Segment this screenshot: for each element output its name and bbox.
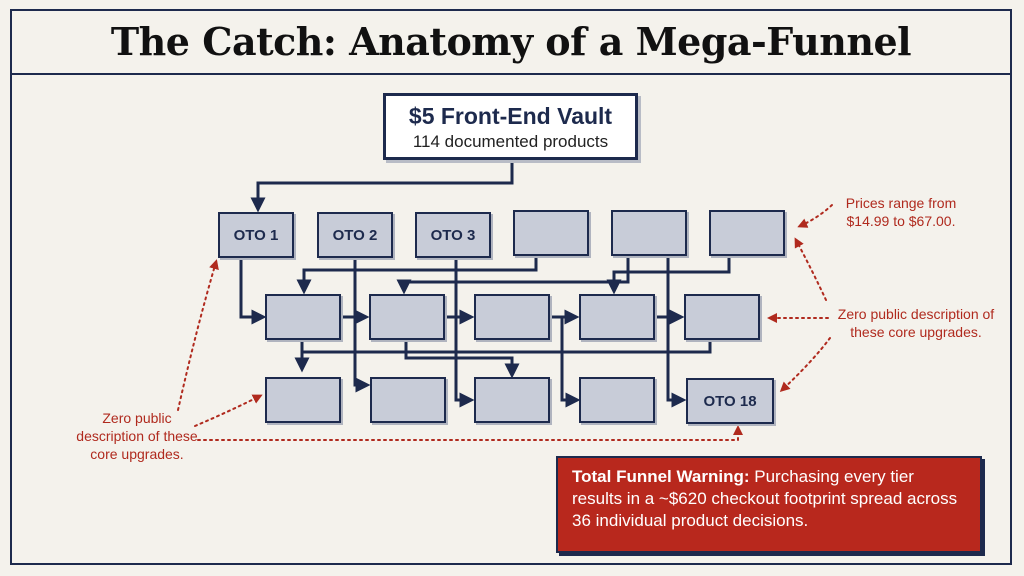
core-upgrades-annotation-right: Zero public description of these core up…	[837, 306, 995, 340]
prices-annotation: Prices range from $14.99 to $67.00.	[845, 195, 957, 229]
oto-row1-box-4	[513, 210, 589, 256]
core-left-arrow-3	[197, 425, 743, 441]
oto-row3-box-3	[474, 377, 550, 423]
outer-frame	[10, 9, 1012, 565]
row2-to-row3-connector-4	[560, 317, 581, 408]
row2-to-row3-connector-3	[300, 342, 712, 368]
row2-to-row3-connector-5	[666, 258, 687, 408]
oto-row3-box-4	[579, 377, 655, 423]
core-left-arrow-1	[177, 259, 219, 411]
oto2-down-connector	[353, 258, 371, 393]
oto-3-box: OTO 3	[415, 212, 491, 258]
core-right-arrow-1	[794, 237, 827, 301]
vault-subtitle: 114 documented products	[412, 132, 609, 151]
oto-1-box: OTO 1	[218, 212, 294, 258]
oto-3-label: OTO 3	[430, 226, 476, 244]
oto-18-label: OTO 18	[703, 392, 757, 410]
oto-row2-box-3	[474, 294, 550, 340]
oto1-down-connector	[239, 258, 267, 325]
page-title: The Catch: Anatomy of a Mega-Funnel	[110, 18, 912, 64]
oto-row1-box-6	[709, 210, 785, 256]
crossing-connector-3	[606, 258, 731, 295]
total-funnel-warning: Total Funnel Warning: Purchasing every t…	[556, 456, 982, 553]
warning-text: Purchasing every tier results in a ~$620…	[572, 467, 958, 530]
oto-row2-box-1	[265, 294, 341, 340]
crossing-connector-1	[296, 258, 538, 295]
front-end-vault-box: $5 Front-End Vault 114 documented produc…	[383, 93, 638, 160]
oto-row2-box-5	[684, 294, 760, 340]
row2-to-row3-connector-2	[404, 342, 520, 379]
prices-annotation-arrow	[797, 204, 833, 228]
vault-title: $5 Front-End Vault	[408, 103, 613, 129]
core-right-arrow-3	[779, 337, 831, 393]
title-bar: The Catch: Anatomy of a Mega-Funnel	[10, 9, 1012, 75]
oto-2-label: OTO 2	[332, 226, 378, 244]
warning-label: Total Funnel Warning:	[572, 467, 750, 486]
crossing-connector-2	[396, 258, 630, 295]
oto-row2-box-2	[369, 294, 445, 340]
oto-2-box: OTO 2	[317, 212, 393, 258]
oto-row2-box-4	[579, 294, 655, 340]
core-upgrades-annotation-left: Zero public description of these core up…	[76, 410, 198, 462]
oto-1-label: OTO 1	[233, 226, 279, 244]
core-left-arrow-2	[194, 394, 263, 427]
oto-18-box: OTO 18	[686, 378, 774, 424]
oto-row3-box-1	[265, 377, 341, 423]
oto3-down-connector	[454, 258, 475, 408]
vault-to-oto1-connector	[250, 160, 514, 213]
oto-row3-box-2	[370, 377, 446, 423]
oto-row1-box-5	[611, 210, 687, 256]
